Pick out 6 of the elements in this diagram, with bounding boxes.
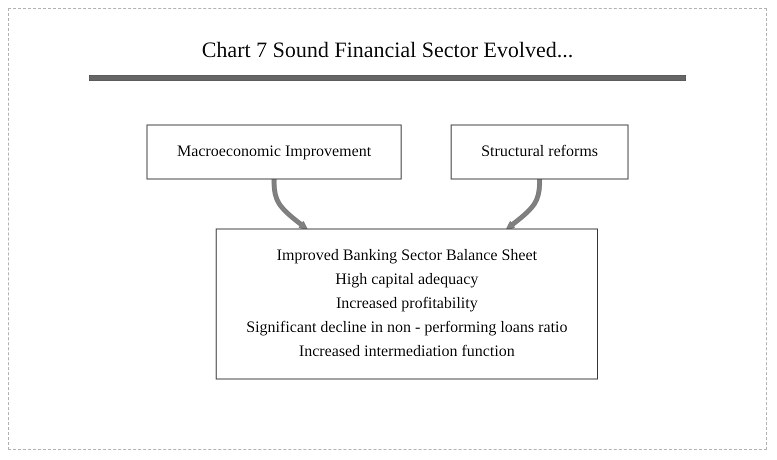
node-box: Structural reforms [450,124,628,180]
arrow [272,179,308,230]
node-box: Macroeconomic Improvement [146,124,402,180]
chart-title: Chart 7 Sound Financial Sector Evolved... [200,37,574,63]
node-box: Improved Banking Sector Balance Sheet High capital adequacy Increased profitability Significant decline in non - performing loans ratio Increased intermediation function [216,228,598,380]
arrow [506,179,542,230]
